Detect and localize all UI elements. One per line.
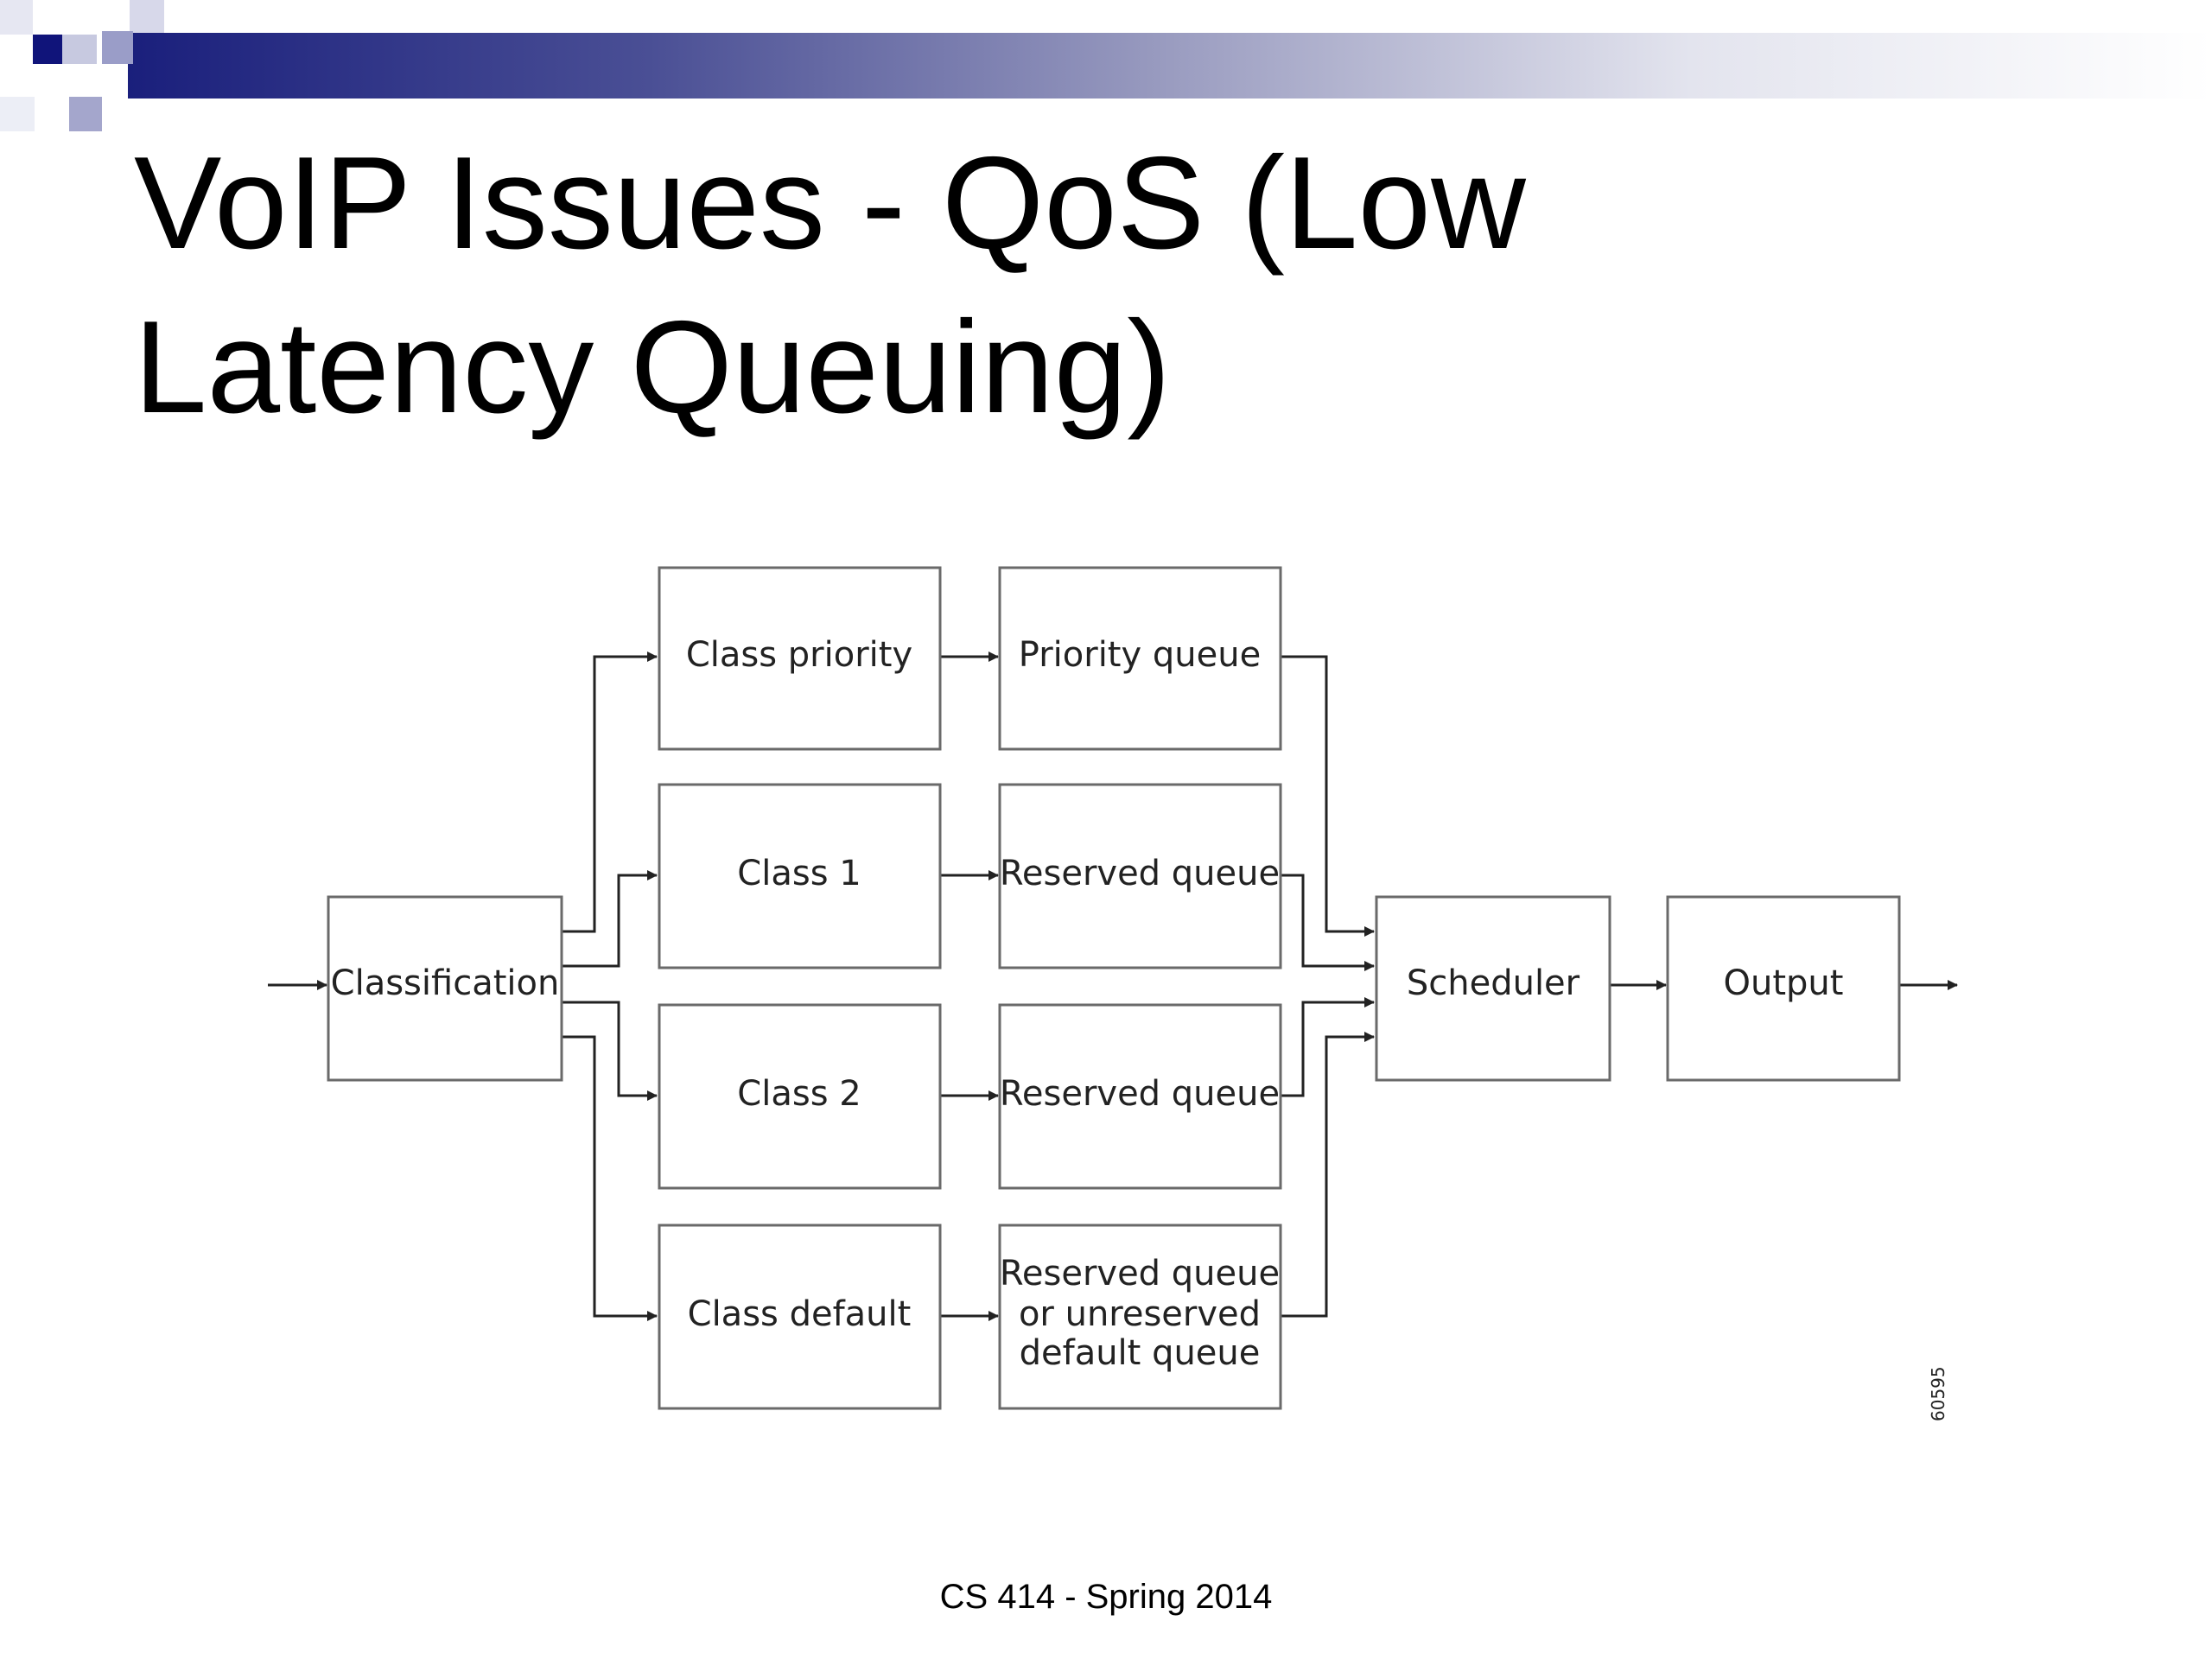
arrow-default-to-scheduler <box>1281 1032 1375 1318</box>
default-queue-label-line-2: or unreserved <box>1019 1294 1261 1334</box>
arrow-to-class-priority <box>562 652 658 933</box>
class-1-label: Class 1 <box>737 854 861 893</box>
output-box: Output <box>1666 895 1901 1082</box>
connector-lines <box>268 652 1958 1321</box>
default-queue-label-line-3: default queue <box>1020 1333 1261 1373</box>
slide-footer: CS 414 - Spring 2014 <box>939 1578 1273 1616</box>
arrow-to-class-default <box>562 1035 658 1321</box>
decor-square <box>69 97 102 131</box>
decor-square <box>0 0 33 35</box>
decor-square <box>62 35 97 64</box>
arrow-reserved1-to-scheduler <box>1281 874 1375 971</box>
reserved-queue-2-label: Reserved queue <box>1000 1074 1280 1114</box>
reserved-queue-1-label: Reserved queue <box>1000 854 1280 893</box>
arrow-reserved2-to-scheduler <box>1281 997 1375 1097</box>
classification-box: Classification <box>327 895 563 1082</box>
class-1-box: Class 1 <box>658 783 942 969</box>
priority-queue-label: Priority queue <box>1019 635 1261 675</box>
class-2-box: Class 2 <box>658 1003 942 1190</box>
reserved-queue-1-box: Reserved queue <box>998 783 1282 969</box>
class-priority-label: Class priority <box>686 635 912 675</box>
figure-id-label: 60595 <box>1928 1366 1948 1421</box>
priority-queue-box: Priority queue <box>998 566 1282 751</box>
arrow-to-class-2 <box>562 1001 658 1101</box>
reserved-queue-2-box: Reserved queue <box>998 1003 1282 1190</box>
output-label: Output <box>1724 963 1844 1003</box>
arrow-to-class-1 <box>562 870 658 968</box>
default-queue-box: Reserved queue or unreserved default que… <box>998 1224 1282 1410</box>
decor-square <box>130 0 164 33</box>
default-queue-label-line-1: Reserved queue <box>1000 1254 1280 1294</box>
arrow-priority-to-scheduler <box>1281 655 1375 937</box>
class-default-box: Class default <box>658 1224 942 1410</box>
class-2-label: Class 2 <box>737 1074 861 1114</box>
scheduler-box: Scheduler <box>1375 895 1611 1082</box>
decor-square <box>33 35 62 64</box>
classification-label: Classification <box>331 963 560 1003</box>
header-gradient-bar <box>128 33 2212 99</box>
decor-square <box>0 97 35 131</box>
class-priority-box: Class priority <box>658 566 942 751</box>
class-default-label: Class default <box>688 1294 912 1334</box>
decor-square <box>102 31 133 64</box>
slide-title: VoIP Issues - QoS (Low Latency Queuing) <box>134 130 1526 441</box>
scheduler-label: Scheduler <box>1407 963 1580 1003</box>
